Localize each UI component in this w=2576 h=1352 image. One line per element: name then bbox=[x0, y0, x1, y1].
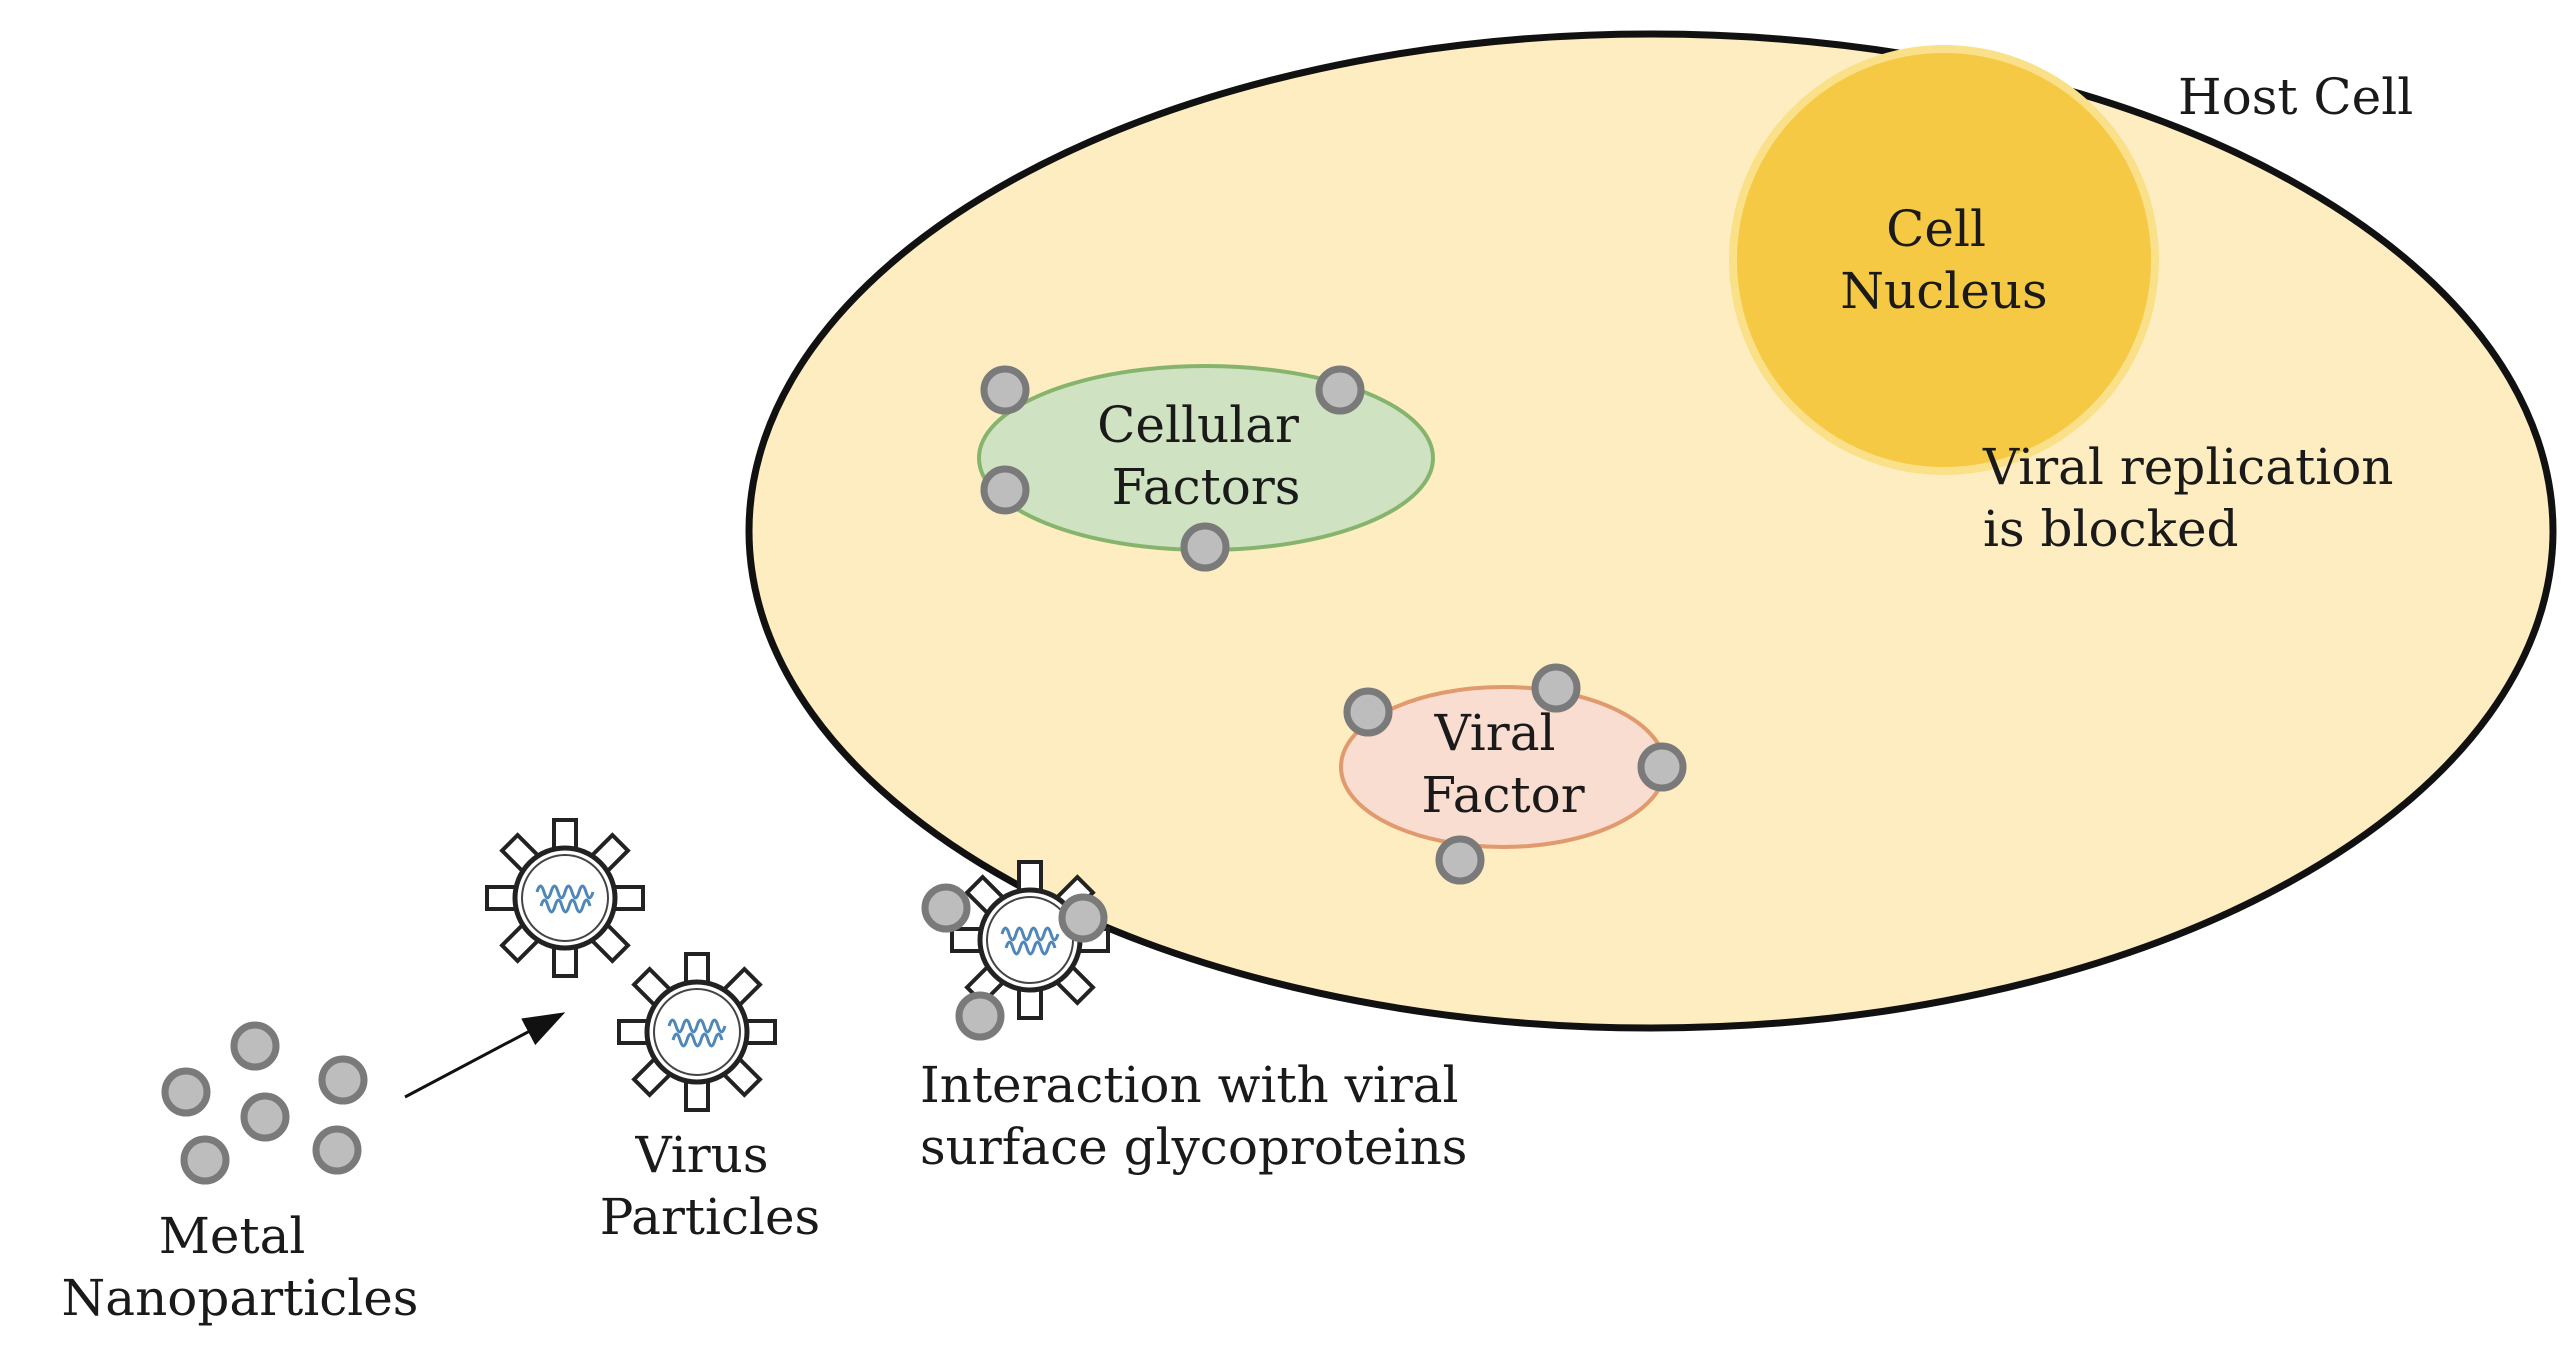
nanoparticle-icon bbox=[1439, 839, 1481, 881]
nanoparticle-icon bbox=[1347, 691, 1389, 733]
virus-particles-label: Virus Particles bbox=[600, 1126, 820, 1246]
nanoparticle-icon bbox=[1184, 526, 1226, 568]
nanoparticle-icon bbox=[322, 1059, 364, 1101]
replication-blocked-label: Viral replication is blocked bbox=[1982, 438, 2409, 558]
nanoparticle-icon bbox=[959, 995, 1001, 1037]
nanoparticle-icon bbox=[1319, 369, 1361, 411]
host-cell-label: Host Cell bbox=[2178, 68, 2413, 126]
nanoparticle-icon bbox=[1062, 897, 1104, 939]
nanoparticle-icon bbox=[1535, 667, 1577, 709]
cell-nucleus bbox=[1729, 45, 2159, 475]
nanoparticle-icon bbox=[316, 1129, 358, 1171]
nanoparticle-icon bbox=[1641, 746, 1683, 788]
viral-factor-label: Viral Factor bbox=[1421, 704, 1584, 824]
metal-nanoparticles-label: Metal Nanoparticles bbox=[62, 1207, 419, 1327]
cellular-factors-label: Cellular Factors bbox=[1097, 396, 1315, 516]
nanoparticle-icon bbox=[234, 1025, 276, 1067]
nanoparticle-icon bbox=[184, 1139, 226, 1181]
virus-particle-icon bbox=[487, 820, 643, 976]
nanoparticle-icon bbox=[244, 1096, 286, 1138]
virus-particle-icon bbox=[619, 954, 775, 1110]
nucleus-label: Cell Nucleus bbox=[1840, 200, 2047, 320]
arrow-icon bbox=[404, 1012, 566, 1099]
nanoparticle-icon bbox=[984, 469, 1026, 511]
nanoparticle-icon bbox=[165, 1071, 207, 1113]
nanoparticle-icon bbox=[925, 887, 967, 929]
interaction-label: Interaction with viral surface glycoprot… bbox=[920, 1056, 1474, 1176]
nanoparticle-icon bbox=[984, 369, 1026, 411]
